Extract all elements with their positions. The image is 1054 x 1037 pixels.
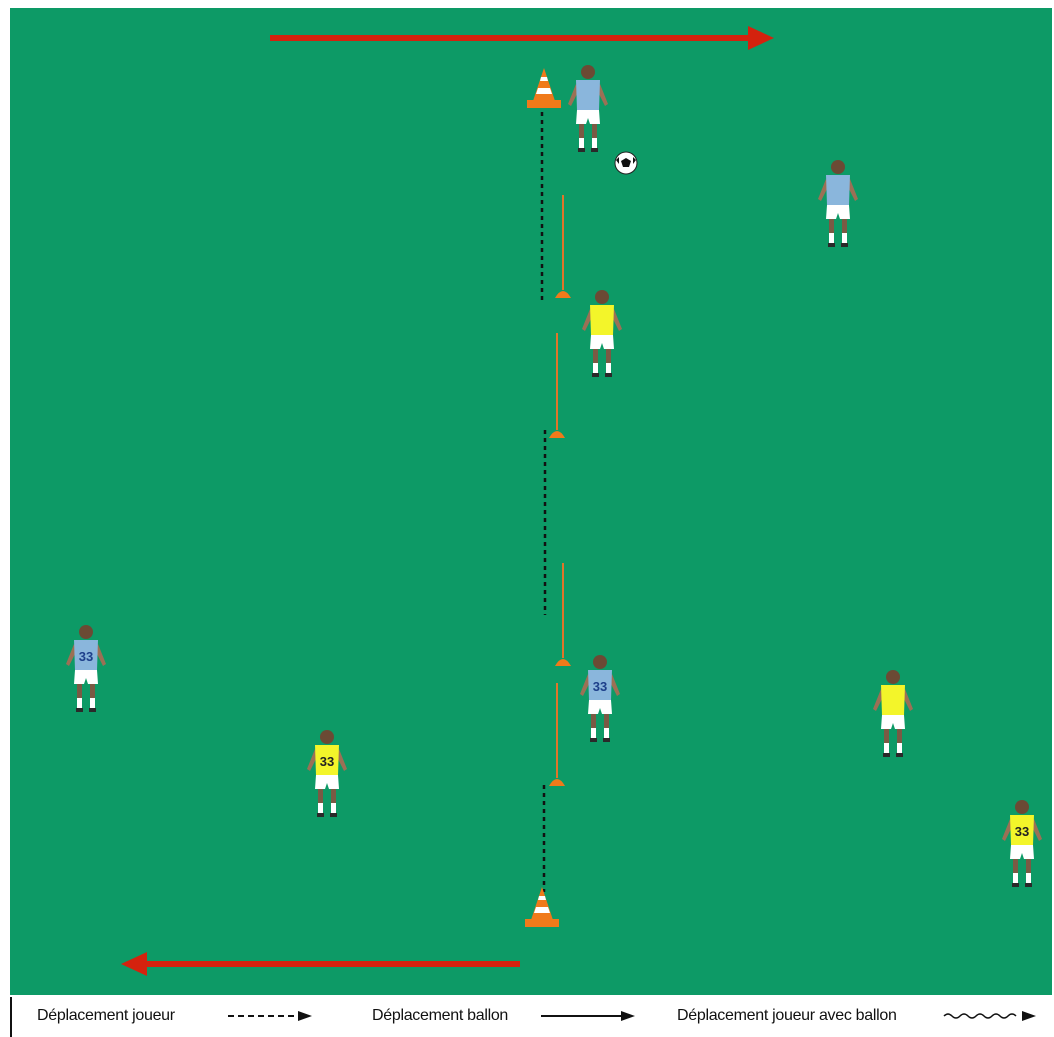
player-yellow-3 <box>582 290 622 377</box>
legend: Déplacement joueur Déplacement ballon Dé… <box>10 997 1052 1037</box>
direction-arrow-left <box>121 952 520 976</box>
jersey-number: 33 <box>320 754 334 769</box>
player-blue-4: 33 <box>66 625 106 712</box>
direction-arrow-right <box>270 26 774 50</box>
legend-player-with-ball-label: Déplacement joueur avec ballon <box>677 1007 897 1025</box>
player-yellow-5: 33 <box>307 730 347 817</box>
soccer-ball <box>615 152 637 174</box>
player-yellow-7 <box>873 670 913 757</box>
legend-player-move-label: Déplacement joueur <box>37 1007 175 1025</box>
player-path-dotted <box>542 112 545 892</box>
jersey-number: 33 <box>79 649 93 664</box>
pole-4 <box>549 683 565 786</box>
cone-top <box>527 68 561 108</box>
cone-bottom <box>525 887 559 927</box>
player-blue-1 <box>568 65 608 152</box>
legend-ball-move-label: Déplacement ballon <box>372 1007 508 1025</box>
wavy-arrow-icon <box>942 1007 1042 1027</box>
jersey-number: 33 <box>593 679 607 694</box>
player-blue-2 <box>818 160 858 247</box>
solid-arrow-icon <box>539 1007 639 1027</box>
drill-diagram: 33 33 33 33 <box>0 0 1054 1000</box>
pole-3 <box>555 563 571 666</box>
dashed-arrow-icon <box>226 1007 316 1027</box>
pole-2 <box>549 333 565 438</box>
pole-1 <box>555 195 571 298</box>
jersey-number: 33 <box>1015 824 1029 839</box>
player-yellow-8: 33 <box>1002 800 1042 887</box>
player-blue-6: 33 <box>580 655 620 742</box>
